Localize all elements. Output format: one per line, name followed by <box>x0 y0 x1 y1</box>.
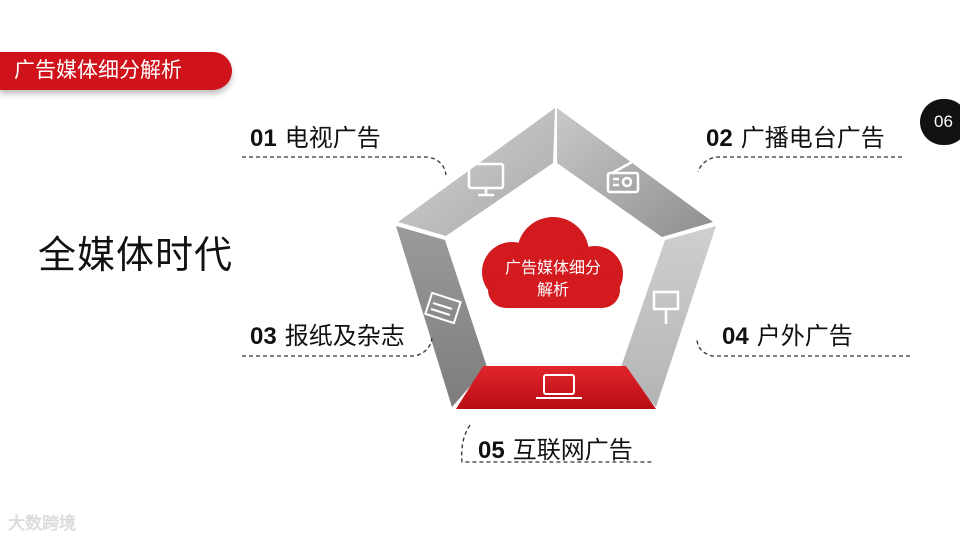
label-internet-text: 互联网广告 <box>512 437 633 464</box>
radio-icon <box>606 160 640 194</box>
label-tv: 01 电视广告 <box>250 118 381 153</box>
label-tv-text: 电视广告 <box>284 125 381 152</box>
label-radio-number: 02 <box>706 125 733 152</box>
tv-icon <box>467 162 505 197</box>
label-outdoor-text: 户外广告 <box>756 323 853 350</box>
label-radio-text: 广播电台广告 <box>740 125 885 152</box>
center-label-line1: 广告媒体细分 <box>504 260 601 277</box>
label-tv-number: 01 <box>250 125 277 152</box>
watermark: 大数跨境 <box>8 514 76 533</box>
center-cloud <box>482 217 623 308</box>
label-newspaper: 03 报纸及杂志 <box>250 316 405 351</box>
billboard-icon <box>652 290 680 324</box>
segment-internet <box>456 366 656 409</box>
newspaper-icon <box>424 291 462 325</box>
leader-lines <box>242 156 910 463</box>
label-outdoor-number: 04 <box>722 323 749 350</box>
label-newspaper-number: 03 <box>250 323 277 350</box>
laptop-icon <box>536 374 582 399</box>
section-title-tab: 广告媒体细分解析 <box>0 52 232 90</box>
label-internet: 05 互联网广告 <box>478 430 633 465</box>
center-label-line2: 解析 <box>536 282 569 299</box>
label-radio: 02 广播电台广告 <box>706 118 885 153</box>
segment-tv <box>398 108 555 236</box>
label-newspaper-text: 报纸及杂志 <box>284 323 405 350</box>
label-outdoor: 04 户外广告 <box>722 316 853 351</box>
era-title: 全媒体时代 <box>38 235 234 277</box>
center-label: 广告媒体细分 解析 <box>478 258 628 302</box>
segment-outdoor <box>621 226 716 407</box>
page-number-badge: 06 <box>920 99 960 145</box>
label-internet-number: 05 <box>478 437 505 464</box>
segment-newspaper <box>396 226 487 407</box>
